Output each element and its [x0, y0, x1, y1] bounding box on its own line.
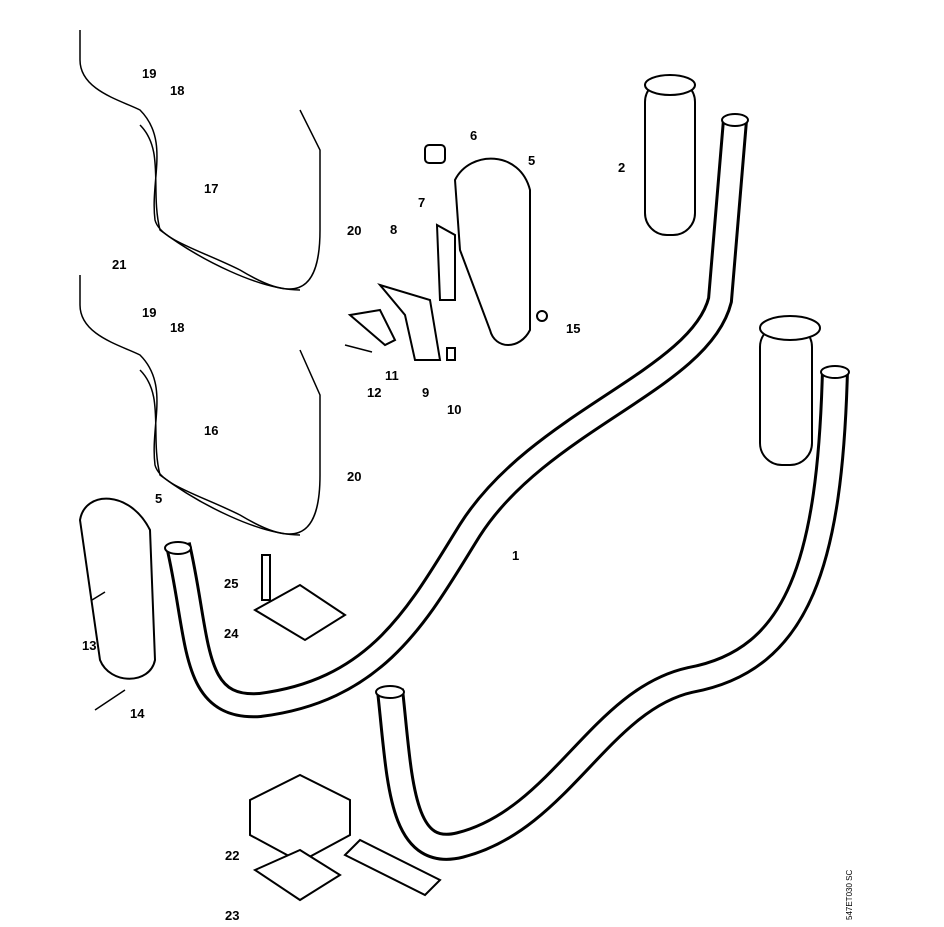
grip-alt: [759, 315, 821, 466]
handlebar-tube-alt: [375, 365, 850, 861]
callout-22: 22: [225, 848, 239, 863]
callout-5b: 5: [155, 491, 162, 506]
callout-21: 21: [112, 257, 126, 272]
callout-18: 18: [170, 83, 184, 98]
callout-13: 13: [82, 638, 96, 653]
callout-6: 6: [470, 128, 477, 143]
callout-20b: 20: [347, 469, 361, 484]
callout-16: 16: [204, 423, 218, 438]
callout-7: 7: [418, 195, 425, 210]
callout-10: 10: [447, 402, 461, 417]
callout-11: 11: [385, 368, 399, 383]
callout-5: 5: [528, 153, 535, 168]
clamp-22: [249, 773, 442, 902]
callout-24: 24: [224, 626, 239, 641]
callout-9: 9: [422, 385, 429, 400]
wiring-harness-17: [79, 30, 321, 291]
callout-25: 25: [224, 576, 238, 591]
callout-14: 14: [130, 706, 145, 721]
callout-1: 1: [512, 548, 519, 563]
clamp-24: [253, 554, 347, 642]
callout-labels: 19 18 17 20 21 19 18 16 20 6 5 7 8 15 12…: [82, 66, 854, 923]
drawing-code: 547ET030 SC: [845, 870, 854, 920]
callout-18b: 18: [170, 320, 184, 335]
callout-19: 19: [142, 66, 156, 81]
callout-8: 8: [390, 222, 397, 237]
callout-2: 2: [618, 160, 625, 175]
callout-17: 17: [204, 181, 218, 196]
wiring-harness-16: [79, 275, 321, 536]
grip-2: [644, 74, 696, 236]
handlebar-tube-1: [164, 113, 749, 719]
control-handle-5: [344, 144, 548, 361]
callout-23: 23: [225, 908, 239, 923]
callout-19b: 19: [142, 305, 156, 320]
callout-15: 15: [566, 321, 580, 336]
handle-housing-5: [78, 497, 157, 711]
callout-20: 20: [347, 223, 361, 238]
callout-12: 12: [367, 385, 381, 400]
